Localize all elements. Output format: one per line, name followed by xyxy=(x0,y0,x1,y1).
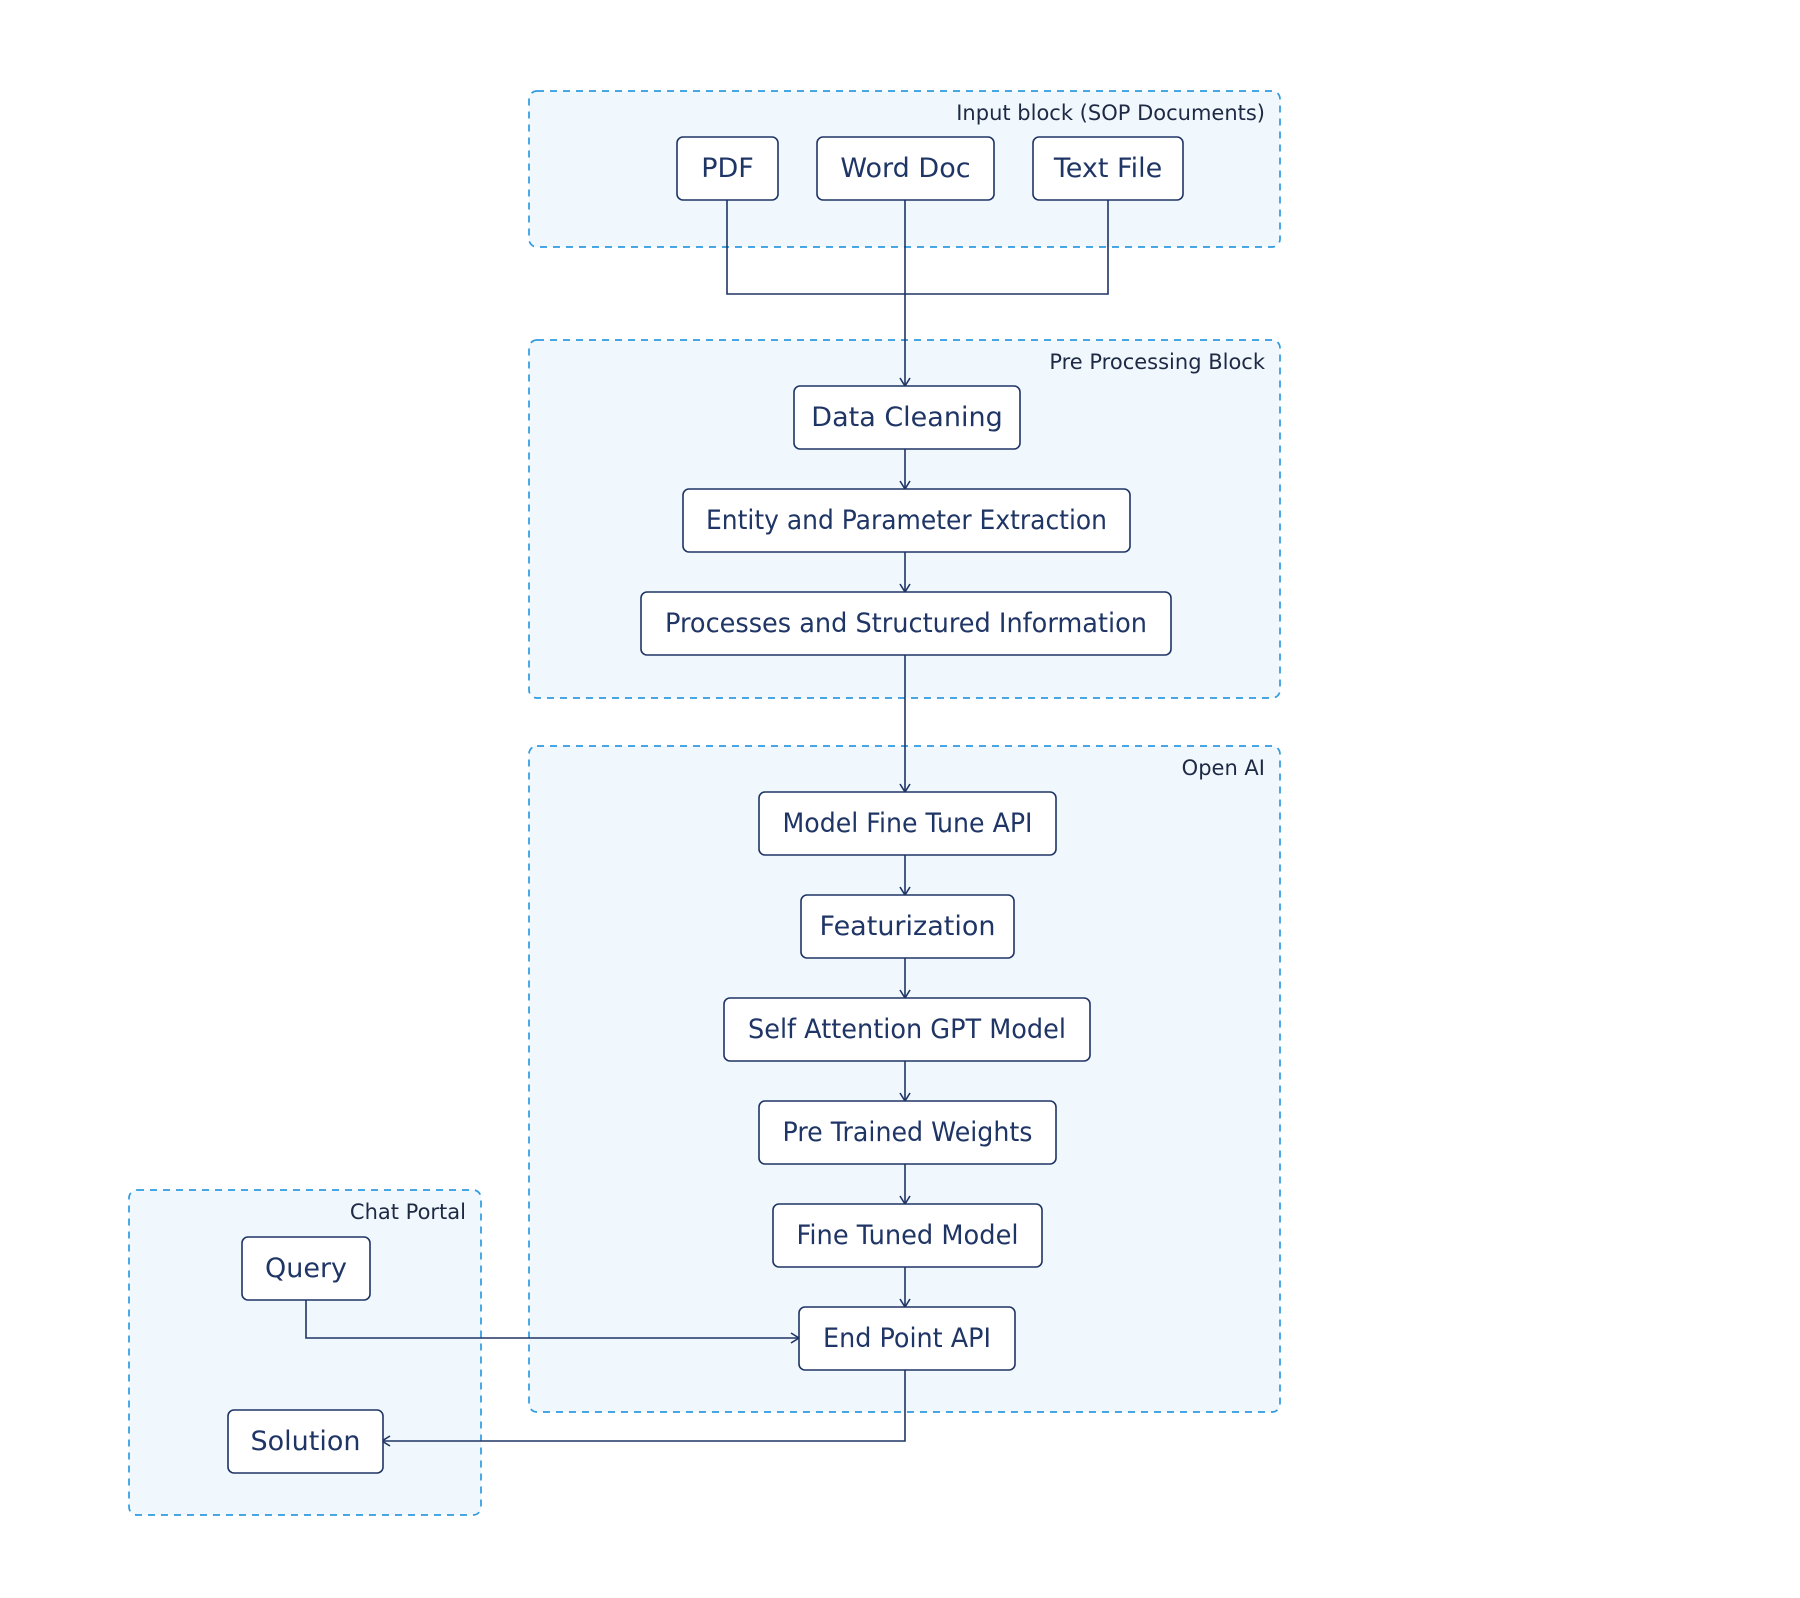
group-preprocessing-label: Pre Processing Block xyxy=(1049,350,1266,374)
node-endpoint-api: End Point API xyxy=(798,1306,1016,1371)
node-solution: Solution xyxy=(227,1409,384,1474)
node-processes-info: Processes and Structured Information xyxy=(640,591,1172,656)
edge-query-to-endpoint xyxy=(305,1300,798,1339)
node-fine-tune-api: Model Fine Tune API xyxy=(758,791,1057,856)
node-entity-extraction-label: Entity and Parameter Extraction xyxy=(706,505,1107,536)
edge-pdf-to-merge xyxy=(726,200,905,295)
node-text-file: Text File xyxy=(1032,136,1184,201)
node-fine-tuned-model: Fine Tuned Model xyxy=(772,1203,1043,1268)
node-entity-extraction: Entity and Parameter Extraction xyxy=(682,488,1131,553)
node-self-attention-label: Self Attention GPT Model xyxy=(748,1014,1066,1045)
node-fine-tuned-model-label: Fine Tuned Model xyxy=(797,1220,1019,1251)
node-solution-label: Solution xyxy=(251,1426,361,1457)
node-query-label: Query xyxy=(265,1253,347,1284)
node-featurization-label: Featurization xyxy=(820,911,996,942)
node-processes-info-label: Processes and Structured Information xyxy=(665,608,1147,639)
node-word-doc-label: Word Doc xyxy=(840,153,970,184)
node-query: Query xyxy=(241,1236,371,1301)
node-text-file-label: Text File xyxy=(1053,153,1162,184)
node-data-cleaning-label: Data Cleaning xyxy=(811,402,1002,433)
node-pdf-label: PDF xyxy=(701,153,754,184)
node-pdf: PDF xyxy=(676,136,779,201)
node-endpoint-api-label: End Point API xyxy=(823,1323,991,1354)
node-self-attention: Self Attention GPT Model xyxy=(723,997,1091,1062)
group-openai-label: Open AI xyxy=(1182,756,1265,780)
edge-endpoint-to-solution xyxy=(383,1370,906,1442)
group-input-label: Input block (SOP Documents) xyxy=(956,101,1265,125)
node-pretrained-weights: Pre Trained Weights xyxy=(758,1100,1057,1165)
group-chat-label: Chat Portal xyxy=(350,1200,466,1224)
node-pretrained-weights-label: Pre Trained Weights xyxy=(783,1117,1033,1148)
edge-textfile-to-merge xyxy=(905,200,1109,295)
node-word-doc: Word Doc xyxy=(816,136,995,201)
group-chat-portal: Chat Portal xyxy=(128,1189,482,1516)
node-featurization: Featurization xyxy=(800,894,1015,959)
edges xyxy=(305,200,1109,1442)
node-fine-tune-api-label: Model Fine Tune API xyxy=(783,808,1033,839)
node-data-cleaning: Data Cleaning xyxy=(793,385,1021,450)
